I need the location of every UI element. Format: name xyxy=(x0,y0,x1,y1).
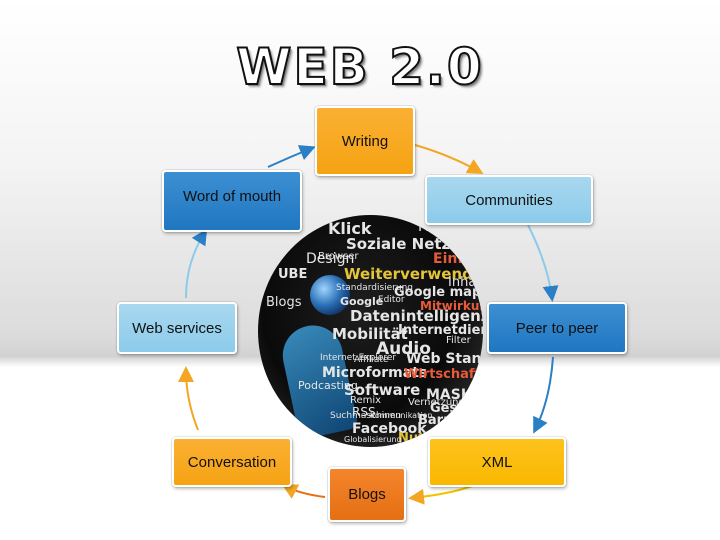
node-writing-label: Writing xyxy=(341,132,389,150)
collage-word: Editor xyxy=(378,295,405,305)
collage-word: Inhalte xyxy=(448,275,483,290)
collage-word: Design xyxy=(306,251,355,267)
collage-word: Weiterverwendbar xyxy=(344,265,483,283)
node-web-services-label: Web services xyxy=(132,319,222,337)
node-writing: Writing xyxy=(315,106,415,176)
collage-word: Suchmaschinen xyxy=(330,411,402,421)
web2-word-collage-image: Klick Soziale Netze Firefox Design Weite… xyxy=(258,215,483,447)
collage-word: Vernetzung xyxy=(408,397,465,408)
collage-word: Kommunikation xyxy=(370,411,433,420)
collage-word: Mitwirkung xyxy=(420,299,483,313)
node-communities-label: Communities xyxy=(465,191,553,209)
node-conversation: Conversation xyxy=(172,437,292,487)
node-word-of-mouth: Word of mouth xyxy=(162,170,302,232)
arrow-peer-to-xml xyxy=(533,356,554,434)
collage-word: Internet Explorer xyxy=(320,353,397,363)
collage-word: MASHUP xyxy=(426,387,483,403)
arrow-blogs-to-conversation xyxy=(281,484,326,499)
collage-word: Facebook xyxy=(352,421,427,437)
collage-word: Klick xyxy=(328,219,372,238)
node-blogs-label: Blogs xyxy=(348,486,386,503)
collage-word: Affiliate xyxy=(354,355,389,365)
collage-word: Browser xyxy=(318,251,359,262)
arrow-wordofmouth-to-writing xyxy=(267,145,316,168)
arrow-webservices-to-wordofmouth xyxy=(185,228,208,299)
node-xml: XML xyxy=(428,437,566,487)
collage-word: Standardisierung xyxy=(336,283,413,293)
arrow-conversation-to-webservices xyxy=(178,366,199,431)
node-conversation-label: Conversation xyxy=(187,453,277,471)
collage-word: Remix xyxy=(350,395,382,406)
collage-word: Blogs xyxy=(266,295,302,310)
collage-word: Software xyxy=(344,381,421,399)
collage-word: Google xyxy=(340,295,384,308)
node-blogs: Blogs xyxy=(328,467,406,522)
node-web-services: Web services xyxy=(117,302,237,354)
arrow-xml-to-blogs xyxy=(408,485,473,505)
collage-word: Internetdienst xyxy=(398,323,483,338)
collage-word: Globalisierung xyxy=(344,435,402,444)
collage-word: Wirtschaftlichkeit xyxy=(404,367,483,382)
collage-word: Web Standards xyxy=(406,351,483,367)
collage-word: Barrieren xyxy=(418,413,483,428)
collage-word: Audio xyxy=(376,339,431,359)
collage-word: UBE xyxy=(278,267,308,282)
node-communities: Communities xyxy=(425,175,593,225)
globe-icon xyxy=(310,275,350,315)
node-peer-to-peer-label: Peer to peer xyxy=(515,319,599,337)
collage-word: Soziale Netze xyxy=(346,235,461,253)
node-xml-label: XML xyxy=(481,453,513,471)
arrow-writing-to-communities xyxy=(414,144,484,174)
collage-word: RSS xyxy=(352,405,376,419)
collage-word: Datenintelligenz xyxy=(350,307,483,325)
collage-word: Gestaltung xyxy=(430,401,483,416)
node-peer-to-peer: Peer to peer xyxy=(487,302,627,354)
node-word-of-mouth-label: Word of mouth xyxy=(182,188,282,205)
page-title: WEB 2.0 xyxy=(235,37,484,97)
collage-word: Microformats xyxy=(322,365,428,381)
collage-word: Einfach xyxy=(433,251,483,267)
collage-word: Podcasting xyxy=(298,379,358,392)
collage-word: Mobilität xyxy=(332,325,408,343)
collage-word: Filter xyxy=(446,335,471,346)
arrow-communities-to-peer xyxy=(527,224,559,302)
collage-word: Google maps xyxy=(394,285,483,300)
